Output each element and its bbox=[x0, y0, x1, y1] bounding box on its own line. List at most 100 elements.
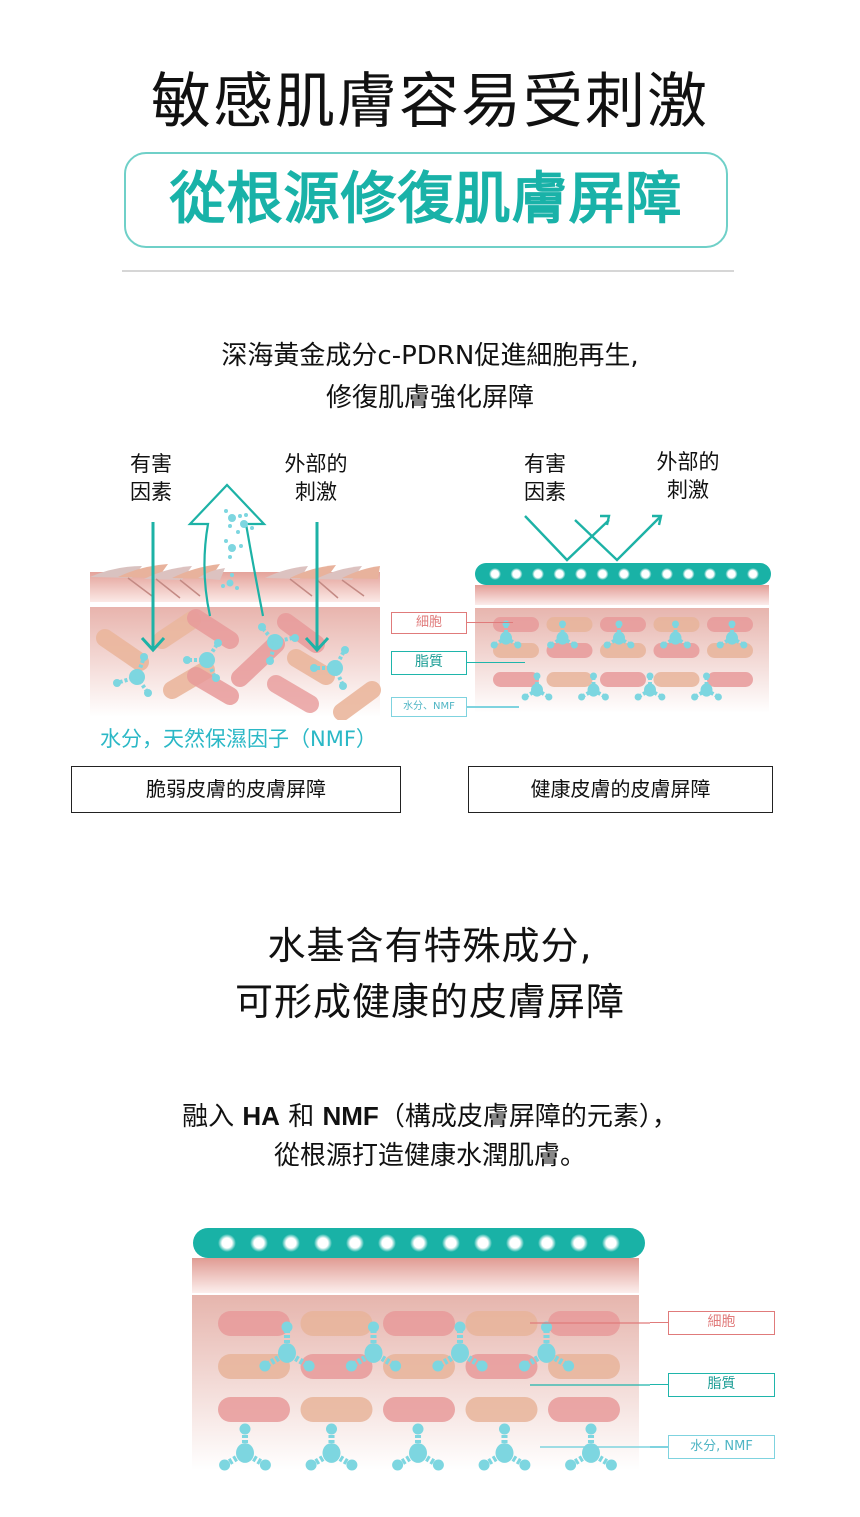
nmf-caption: 水分，天然保濕因子（NMF） bbox=[100, 727, 377, 751]
cell bbox=[383, 1397, 455, 1422]
barrier-dot bbox=[661, 568, 673, 580]
cell bbox=[383, 1354, 455, 1379]
cell bbox=[546, 672, 593, 687]
molecule bbox=[660, 620, 691, 649]
molecule-atom bbox=[545, 693, 553, 701]
nmf-molecules bbox=[113, 623, 349, 697]
nmf-term: NMF bbox=[322, 1101, 379, 1131]
molecule-core bbox=[278, 1343, 296, 1363]
molecule bbox=[716, 620, 748, 649]
tag-lipids-leader bbox=[467, 662, 525, 663]
molecule bbox=[183, 639, 222, 682]
barrier-dot bbox=[218, 1234, 236, 1252]
label-line: 因素 bbox=[524, 480, 566, 504]
molecule-atom bbox=[454, 1321, 466, 1333]
barrier-dot bbox=[682, 568, 695, 580]
molecule-atom bbox=[219, 1459, 231, 1471]
molecule-atom bbox=[514, 641, 522, 649]
tag-lipids-large: 脂質 bbox=[668, 1373, 775, 1397]
body-text: （構成皮膚屏障的元素）， bbox=[378, 1102, 678, 1132]
leader-lipids-ext bbox=[650, 1384, 670, 1386]
molecule-atom bbox=[533, 672, 541, 680]
barrier-dot bbox=[378, 1234, 396, 1252]
tag-water-nmf-leader bbox=[467, 706, 519, 708]
molecule-atom bbox=[519, 1459, 531, 1471]
molecule-atom bbox=[541, 1321, 552, 1333]
cell bbox=[300, 1311, 373, 1336]
molecule-atom bbox=[239, 1423, 251, 1435]
cell bbox=[465, 1397, 538, 1422]
molecule-atom bbox=[346, 1459, 358, 1471]
body-text: 和 bbox=[279, 1102, 323, 1132]
molecule bbox=[432, 1321, 488, 1372]
molecule-core bbox=[451, 1343, 469, 1363]
headline: 敏感肌膚容易受刺激 bbox=[151, 67, 709, 137]
molecule-atom bbox=[590, 672, 597, 680]
molecule-atom bbox=[392, 1459, 404, 1471]
molecule-core bbox=[726, 631, 738, 645]
molecule-bond bbox=[502, 1450, 527, 1468]
molecule-atom bbox=[559, 620, 566, 628]
ha-term: HA bbox=[242, 1101, 280, 1131]
label-line: 外部的 bbox=[284, 452, 348, 476]
barrier-dot bbox=[489, 568, 501, 580]
molecule-core bbox=[495, 1443, 514, 1463]
molecule-atom bbox=[728, 620, 736, 628]
cell bbox=[300, 1354, 373, 1379]
molecule bbox=[521, 672, 553, 701]
nmf-molecules bbox=[490, 620, 748, 701]
barrier-dot bbox=[506, 1234, 524, 1252]
molecule-core bbox=[587, 683, 600, 697]
molecule-bond bbox=[416, 1450, 440, 1468]
barrier-dot bbox=[442, 1234, 460, 1252]
molecule-atom bbox=[563, 1360, 575, 1372]
label-line: 刺激 bbox=[667, 478, 709, 502]
barrier-dot bbox=[538, 1234, 556, 1252]
cell bbox=[383, 1311, 455, 1336]
skin-scales bbox=[90, 564, 380, 580]
tag-water-nmf-large: 水分, NMF bbox=[668, 1435, 775, 1459]
cell bbox=[600, 617, 646, 632]
molecule-bond bbox=[396, 1450, 420, 1468]
molecule-atom bbox=[565, 1459, 577, 1471]
molecule bbox=[310, 646, 349, 690]
cell bbox=[548, 1354, 620, 1379]
leader-water-ext bbox=[650, 1446, 670, 1448]
molecule-core bbox=[409, 1443, 427, 1463]
barrier-dot bbox=[704, 568, 716, 580]
intro-line-1: 深海黃金成分c-PDRN促進細胞再生, bbox=[221, 341, 639, 371]
caption-healthy-barrier: 健康皮膚的皮膚屏障 bbox=[468, 766, 773, 813]
molecule-atom bbox=[691, 693, 699, 701]
molecule bbox=[345, 1321, 402, 1372]
molecule bbox=[258, 623, 299, 665]
barrier-dot bbox=[282, 1234, 300, 1252]
subheadline-frame bbox=[124, 152, 728, 248]
molecule-atom bbox=[390, 1360, 402, 1372]
molecule-core bbox=[613, 631, 625, 645]
nmf-molecules bbox=[219, 1321, 617, 1471]
barrier-dot bbox=[314, 1234, 332, 1252]
molecule-atom bbox=[672, 620, 679, 628]
skin-cracks bbox=[127, 577, 365, 599]
molecule bbox=[691, 672, 722, 701]
molecule bbox=[490, 620, 522, 649]
molecule bbox=[219, 1423, 271, 1471]
tag-lipids: 脂質 bbox=[391, 651, 467, 675]
molecule-atom bbox=[634, 693, 642, 701]
molecule-atom bbox=[259, 1459, 271, 1471]
barrier-dot bbox=[553, 568, 566, 580]
molecule-atom bbox=[281, 1321, 293, 1333]
molecule-bond bbox=[329, 1450, 354, 1468]
barrier-dot bbox=[747, 568, 759, 580]
subheadline: 從根源修復肌膚屏障 bbox=[169, 167, 683, 232]
barrier-dot bbox=[618, 568, 630, 580]
tag-cells: 細胞 bbox=[391, 612, 467, 634]
molecule-core bbox=[364, 1343, 383, 1363]
label-external-stimuli-right: 外部的 刺激 bbox=[648, 448, 728, 504]
barrier-dot bbox=[346, 1234, 364, 1252]
cell bbox=[465, 1311, 538, 1336]
harmful-factor-arrow-left bbox=[140, 522, 166, 653]
cell bbox=[546, 617, 593, 632]
barrier-dot bbox=[570, 1234, 588, 1252]
barrier-dot bbox=[474, 1234, 492, 1252]
